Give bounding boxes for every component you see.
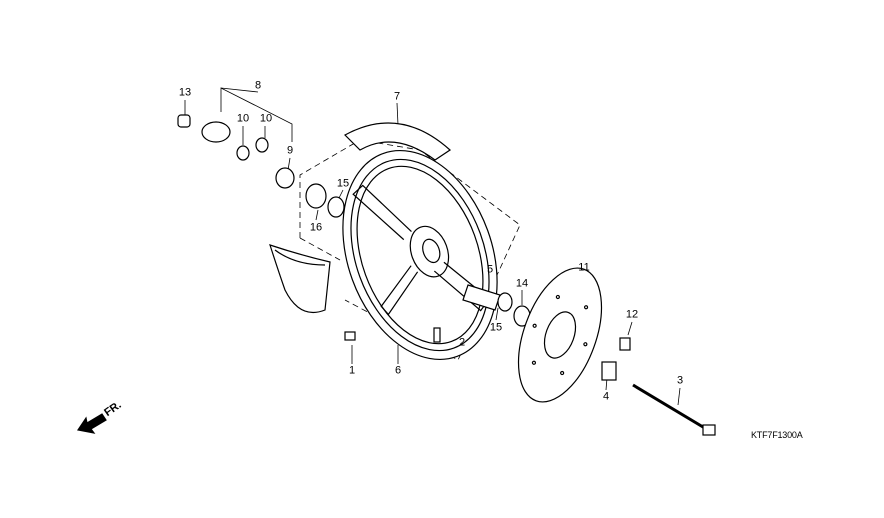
callout-15: 15 bbox=[336, 177, 350, 190]
callout-11: 11 bbox=[578, 261, 590, 274]
wheel-rim bbox=[342, 149, 498, 361]
front-direction-arrow bbox=[76, 413, 107, 434]
callout-7: 7 bbox=[393, 90, 401, 103]
callout-15: 15 bbox=[489, 321, 503, 334]
callout-10: 10 bbox=[236, 112, 250, 125]
callout-6: 6 bbox=[394, 364, 402, 377]
callout-16: 16 bbox=[309, 221, 323, 234]
brake-disc bbox=[517, 267, 603, 403]
callout-13: 13 bbox=[178, 86, 192, 99]
callout-4: 4 bbox=[602, 390, 610, 403]
callout-12: 12 bbox=[625, 308, 639, 321]
callout-14: 14 bbox=[515, 277, 529, 290]
callout-3: 3 bbox=[676, 374, 684, 387]
callout-5: 5 bbox=[486, 263, 494, 276]
tire bbox=[269, 122, 451, 314]
drawing-code: KTF7F1300A bbox=[751, 430, 803, 440]
callout-9: 9 bbox=[286, 144, 294, 157]
gearbox-parts bbox=[177, 114, 345, 218]
callout-1: 1 bbox=[348, 364, 356, 377]
callout-8: 8 bbox=[254, 79, 262, 92]
axle-side-parts bbox=[344, 284, 716, 436]
callout-2: 2 bbox=[458, 336, 466, 349]
callout-10: 10 bbox=[259, 112, 273, 125]
